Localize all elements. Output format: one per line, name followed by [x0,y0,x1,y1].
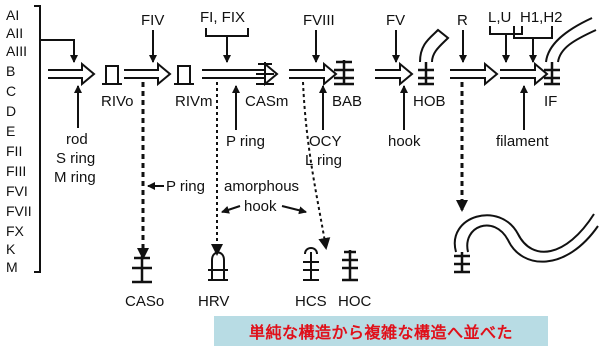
component-filament-label: filament [496,133,549,150]
pathway-arrow [500,64,547,84]
gene-label: M [6,259,18,275]
gene-r-label: R [457,12,468,29]
branch-hook-label: hook [244,198,277,215]
hcs-structure-icon [303,248,319,280]
gene-fviii-label: FVIII [303,12,335,29]
rivm-structure-icon [174,66,194,84]
gene-list-arrow [40,40,74,62]
gene-label: K [6,241,16,257]
gene-label: B [6,63,15,79]
pathway-arrow [375,64,412,84]
main-pathway [48,64,547,84]
component-s-ring-label: S ring [56,150,95,167]
structure-casm-label: CASm [245,93,288,110]
caso-structure-icon [132,256,152,282]
component-m-ring-label: M ring [54,169,96,186]
structure-hrv-label: HRV [198,293,229,310]
hob-structure-icon [418,30,448,84]
gene-label: FVI [6,183,28,199]
gene-fiv-label: FIV [141,12,164,29]
component-ocy-label: OCY [309,133,342,150]
caption-box: 単純な構造から複雑な構造へ並べた [214,316,548,346]
pathway-arrow [124,64,170,84]
gene-h-label: H1,H2 [520,9,563,26]
gene-fv-label: FV [386,12,405,29]
hoc-structure-icon [342,250,358,280]
gene-label: FVII [6,203,32,219]
component-arrows [78,86,524,130]
polyhook-structure-icon [454,214,598,272]
rivo-structure-icon [102,66,122,84]
structure-caso-label: CASo [125,293,164,310]
gene-label: AII [6,25,23,41]
structure-hcs-label: HCS [295,293,327,310]
structure-hoc-label: HOC [338,293,372,310]
top-gene-arrows [153,26,552,62]
component-p-ring-label: P ring [226,133,265,150]
gene-list: AI AII AIII B C D E FII FIII FVI FVII FX… [6,6,74,275]
branch-p-ring-label: P ring [166,178,205,195]
gene-label: C [6,83,16,99]
component-rod-label: rod [66,131,88,148]
structure-bab-label: BAB [332,93,362,110]
gene-label: D [6,103,16,119]
structure-rivo-label: RIVo [101,93,134,110]
pathway-arrow [48,64,94,84]
caption-text: 単純な構造から複雑な構造へ並べた [249,319,513,343]
pathway-arrow [289,64,336,84]
hrv-structure-icon [208,253,228,281]
branch-amorphous-label: amorphous [224,178,299,195]
gene-lu-label: L,U [488,9,511,26]
component-hook-label: hook [388,133,421,150]
structure-hob-label: HOB [413,93,446,110]
branch-structures [132,214,598,282]
bab-structure-icon [334,60,354,84]
gene-label: FII [6,143,22,159]
gene-label: FIII [6,163,26,179]
casm-structure-icon [256,62,274,84]
gene-bracket [34,6,40,272]
gene-label: FX [6,223,25,239]
gene-label: E [6,123,15,139]
structure-rivm-label: RIVm [175,93,213,110]
pathway-arrow [450,64,497,84]
gene-fi-fix-label: FI, FIX [200,9,245,26]
gene-label: AIII [6,43,27,59]
structure-if-label: IF [544,93,557,110]
gene-label: AI [6,7,19,23]
